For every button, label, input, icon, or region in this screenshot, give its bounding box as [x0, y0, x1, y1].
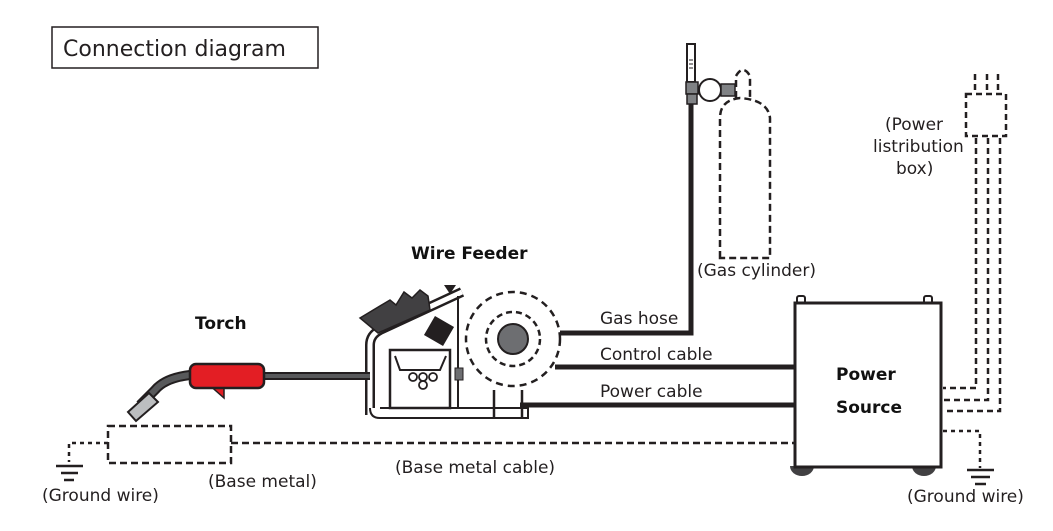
gas-cylinder-icon: [718, 68, 772, 260]
right-ground-wire: [943, 429, 982, 468]
base-metal-cable-label: (Base metal cable): [395, 458, 555, 478]
gas-hose-line: [560, 48, 694, 336]
power-distribution-label-3: box): [896, 159, 933, 179]
torch-icon: [126, 362, 370, 423]
gas-regulator-icon: [685, 43, 736, 105]
base-metal-icon: [106, 424, 233, 465]
power-distribution-box-icon: [943, 74, 1008, 413]
gas-hose-label: Gas hose: [600, 309, 678, 329]
power-distribution-label-2: listribution: [873, 137, 964, 157]
power-source-label-1: Power: [836, 365, 896, 385]
left-ground-wire: [67, 441, 108, 462]
right-ground-icon: [967, 468, 994, 486]
control-cable-label: Control cable: [600, 345, 713, 365]
base-metal-label: (Base metal): [208, 472, 317, 492]
right-ground-label: (Ground wire): [907, 487, 1024, 507]
wire-feeder-label: Wire Feeder: [411, 244, 528, 264]
left-ground-icon: [56, 464, 83, 482]
power-distribution-label-1: (Power: [885, 115, 943, 135]
torch-label: Torch: [195, 314, 247, 334]
title-box: Connection diagram: [51, 26, 319, 69]
power-source-label-2: Source: [836, 398, 902, 418]
gas-cylinder-label: (Gas cylinder): [697, 261, 816, 281]
wire-feeder-icon: [358, 285, 562, 419]
left-ground-label: (Ground wire): [42, 486, 159, 506]
power-source-icon: [790, 295, 943, 476]
diagram-title: Connection diagram: [63, 37, 286, 62]
power-cable-label: Power cable: [600, 382, 703, 402]
